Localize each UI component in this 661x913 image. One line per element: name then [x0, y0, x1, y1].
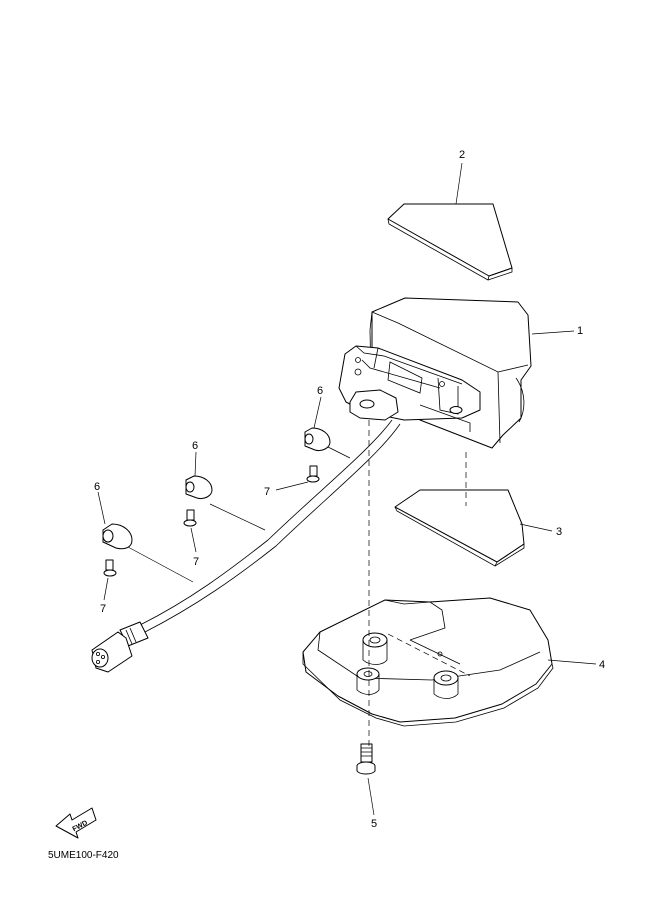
- callout-part-5: 5: [371, 818, 377, 830]
- clip-leader-c: [327, 446, 351, 459]
- clip-b: [185, 475, 213, 499]
- screw-a: [103, 559, 117, 577]
- wire-harness: [91, 419, 401, 673]
- tail-light-base: [302, 597, 554, 727]
- callout-clip-b: 6: [192, 440, 198, 452]
- screw-c: [306, 465, 320, 483]
- callout-screw-a: 7: [100, 603, 106, 615]
- callout-screw-b: 7: [193, 556, 199, 568]
- clip-leader-a: [127, 546, 194, 583]
- callout-part-3: 3: [556, 526, 562, 538]
- screw-b: [183, 509, 197, 527]
- forward-arrow-icon: FWD: [55, 807, 97, 839]
- diagram-code: 5UME100-F420: [48, 850, 119, 861]
- clip-leader-b: [209, 503, 266, 531]
- clip-c: [304, 427, 331, 451]
- callout-screw-c: 7: [264, 486, 270, 498]
- callout-part-2: 2: [459, 149, 465, 161]
- callout-part-4: 4: [599, 659, 605, 671]
- tail-light-housing: [338, 297, 532, 449]
- screw-part-5: [356, 743, 376, 775]
- assembly-axis-base: [387, 633, 471, 677]
- callout-clip-c: 6: [317, 385, 323, 397]
- gasket-lower: [394, 489, 525, 567]
- gasket-top: [387, 203, 513, 281]
- callout-part-1: 1: [577, 325, 583, 337]
- callout-clip-a: 6: [94, 481, 100, 493]
- clip-a: [102, 523, 133, 550]
